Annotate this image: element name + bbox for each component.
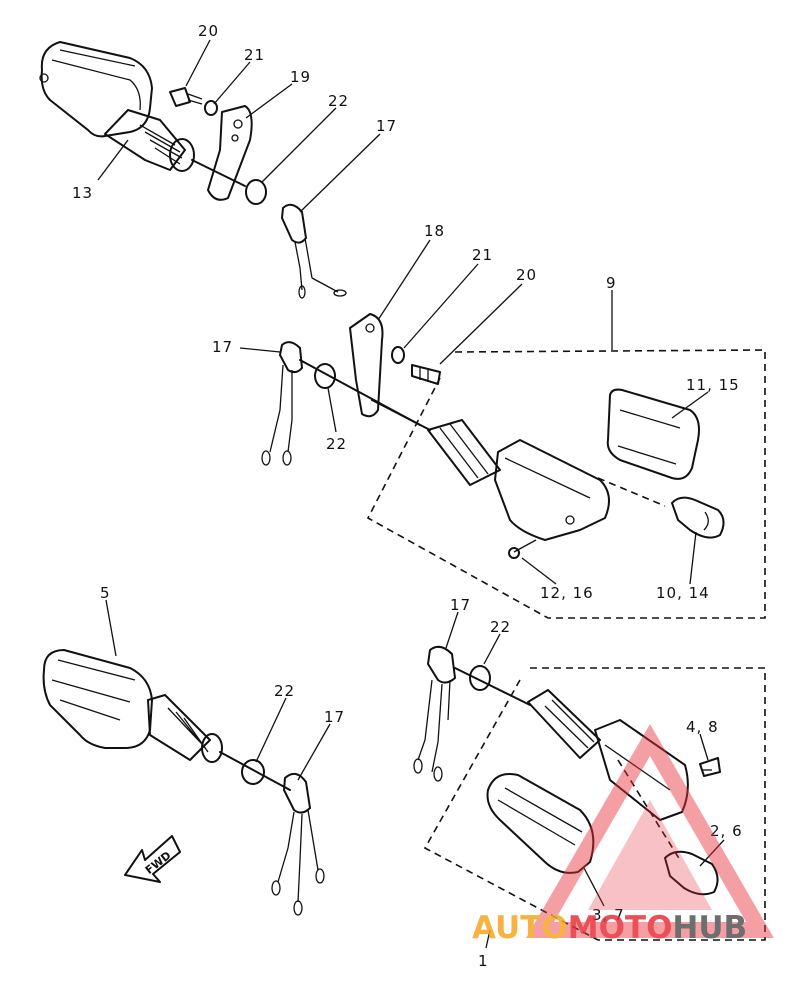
callout-2-6: 2, 6 [710, 822, 743, 840]
watermark-triangle-icon [526, 724, 774, 938]
flasher-assembly-9 [261, 313, 766, 619]
flasher-assembly-13 [39, 41, 347, 299]
fwd-label: FWD [143, 849, 174, 877]
callout-labels: 20 21 19 22 17 13 18 21 20 9 17 22 11, 1… [72, 22, 743, 970]
svg-text:AUTOMOTOHUB: AUTOMOTOHUB [472, 910, 747, 946]
callout-9: 9 [606, 274, 617, 292]
flasher-assembly-1 [413, 645, 766, 941]
callout-19: 19 [290, 68, 311, 86]
fwd-direction-arrow: FWD [124, 835, 181, 883]
watermark-part-1: AUTO [472, 910, 568, 946]
callout-21-b: 21 [472, 246, 493, 264]
callout-10-14: 10, 14 [656, 584, 710, 602]
callout-21: 21 [244, 46, 265, 64]
callout-20-b: 20 [516, 266, 537, 284]
callout-11-15: 11, 15 [686, 376, 740, 394]
callout-5: 5 [100, 584, 111, 602]
callout-17-c: 17 [324, 708, 345, 726]
watermark-part-2: MOTO [568, 910, 673, 946]
callout-20: 20 [198, 22, 219, 40]
callout-18: 18 [424, 222, 445, 240]
callout-4-8: 4, 8 [686, 718, 719, 736]
callout-3-7: 3, 7 [592, 906, 625, 924]
callout-12-16: 12, 16 [540, 584, 594, 602]
leader-lines [97, 39, 725, 949]
callout-17-b: 17 [212, 338, 233, 356]
callout-17-d: 17 [450, 596, 471, 614]
callout-22: 22 [328, 92, 349, 110]
watermark-part-3: HUB [672, 910, 747, 946]
callout-13: 13 [72, 184, 93, 202]
callout-22-d: 22 [490, 618, 511, 636]
callout-22-c: 22 [274, 682, 295, 700]
callout-1: 1 [478, 952, 489, 970]
callout-22-b: 22 [326, 435, 347, 453]
callout-17: 17 [376, 117, 397, 135]
watermark: AUTOMOTOHUB [472, 724, 774, 946]
